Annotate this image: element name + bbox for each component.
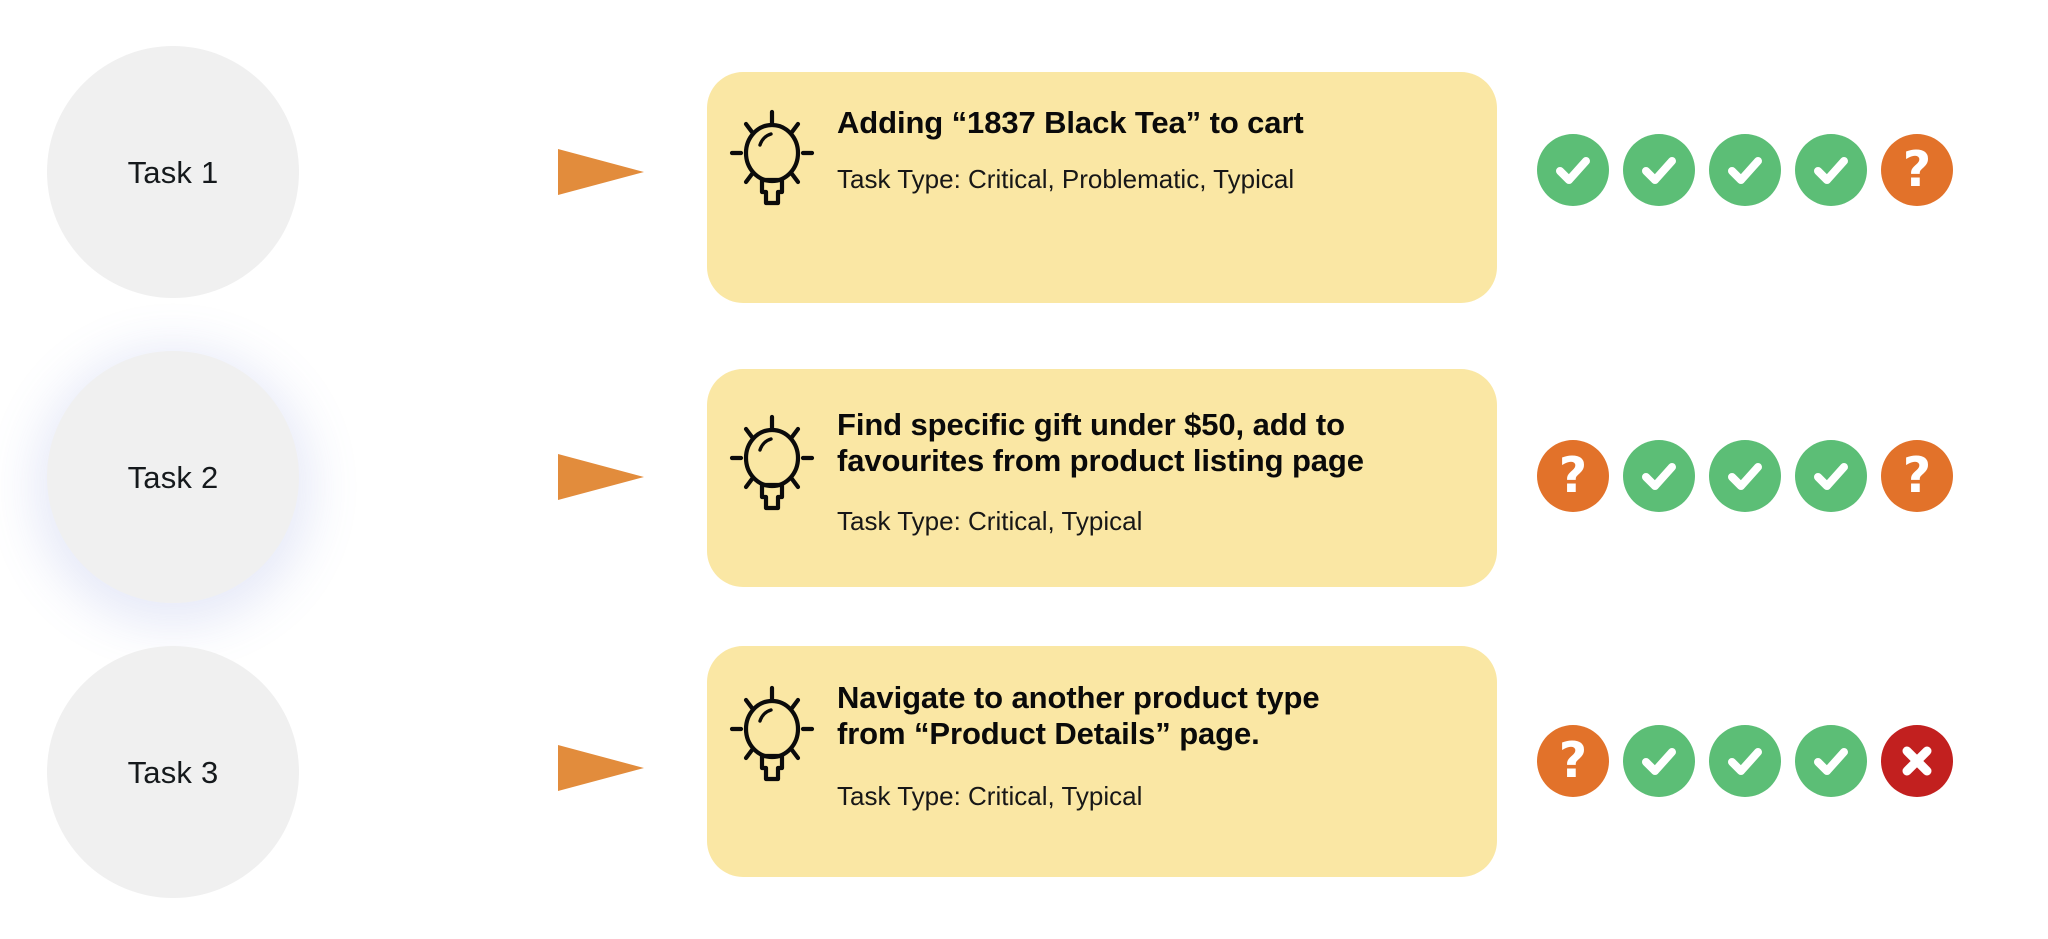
task-type-label: Task Type: Critical, Problematic, Typica… bbox=[837, 164, 1295, 195]
check-circle-icon[interactable] bbox=[1623, 134, 1695, 206]
lightbulb-icon bbox=[707, 369, 837, 513]
lightbulb-icon bbox=[707, 72, 837, 208]
task-title: Find specific gift under $50, add to fav… bbox=[837, 407, 1364, 479]
task-card-text: Find specific gift under $50, add to fav… bbox=[837, 369, 1497, 537]
task-row: Task 1 bbox=[0, 0, 2048, 313]
check-circle-icon[interactable] bbox=[1623, 440, 1695, 512]
task-circle-1[interactable]: Task 1 bbox=[47, 46, 299, 298]
check-circle-icon[interactable] bbox=[1795, 134, 1867, 206]
task-card-text: Navigate to another product type from “P… bbox=[837, 646, 1497, 812]
task-circle-label: Task 2 bbox=[127, 459, 219, 495]
check-circle-icon[interactable] bbox=[1795, 440, 1867, 512]
lightbulb-icon bbox=[707, 646, 837, 784]
check-circle-icon[interactable] bbox=[1709, 440, 1781, 512]
check-circle-icon[interactable] bbox=[1623, 725, 1695, 797]
check-circle-icon[interactable] bbox=[1709, 134, 1781, 206]
status-badge-group: ? bbox=[1537, 134, 1953, 206]
task-title: Adding “1837 Black Tea” to cart bbox=[837, 105, 1304, 140]
question-circle-icon[interactable]: ? bbox=[1537, 725, 1609, 797]
task-circle-label: Task 3 bbox=[127, 754, 219, 790]
question-glyph: ? bbox=[1558, 731, 1588, 789]
status-badge-group: ? bbox=[1537, 725, 1953, 797]
task-title: Navigate to another product type from “P… bbox=[837, 680, 1320, 752]
task-card: Navigate to another product type from “P… bbox=[707, 646, 1497, 877]
check-circle-icon[interactable] bbox=[1709, 725, 1781, 797]
task-row: Task 3 bbox=[0, 603, 2048, 939]
task-type-label: Task Type: Critical, Typical bbox=[837, 505, 1143, 536]
question-glyph: ? bbox=[1902, 140, 1932, 198]
task-card: Adding “1837 Black Tea” to cart Task Typ… bbox=[707, 72, 1497, 303]
check-circle-icon[interactable] bbox=[1537, 134, 1609, 206]
question-circle-icon[interactable]: ? bbox=[1537, 440, 1609, 512]
task-card-text: Adding “1837 Black Tea” to cart Task Typ… bbox=[837, 72, 1497, 195]
task-row: Task 2 bbox=[0, 313, 2048, 603]
task-circle-label: Task 1 bbox=[127, 154, 219, 190]
check-circle-icon[interactable] bbox=[1795, 725, 1867, 797]
question-glyph: ? bbox=[1558, 446, 1588, 504]
task-card: Find specific gift under $50, add to fav… bbox=[707, 369, 1497, 587]
task-type-label: Task Type: Critical, Typical bbox=[837, 780, 1143, 811]
arrow-right-icon bbox=[332, 145, 644, 199]
question-glyph: ? bbox=[1902, 446, 1932, 504]
cross-circle-icon[interactable] bbox=[1881, 725, 1953, 797]
question-circle-icon[interactable]: ? bbox=[1881, 134, 1953, 206]
question-circle-icon[interactable]: ? bbox=[1881, 440, 1953, 512]
arrow-right-icon bbox=[332, 450, 644, 504]
task-circle-2[interactable]: Task 2 bbox=[47, 351, 299, 603]
status-badge-group: ? ? bbox=[1537, 440, 1953, 512]
arrow-right-icon bbox=[332, 741, 644, 795]
task-circle-3[interactable]: Task 3 bbox=[47, 646, 299, 898]
